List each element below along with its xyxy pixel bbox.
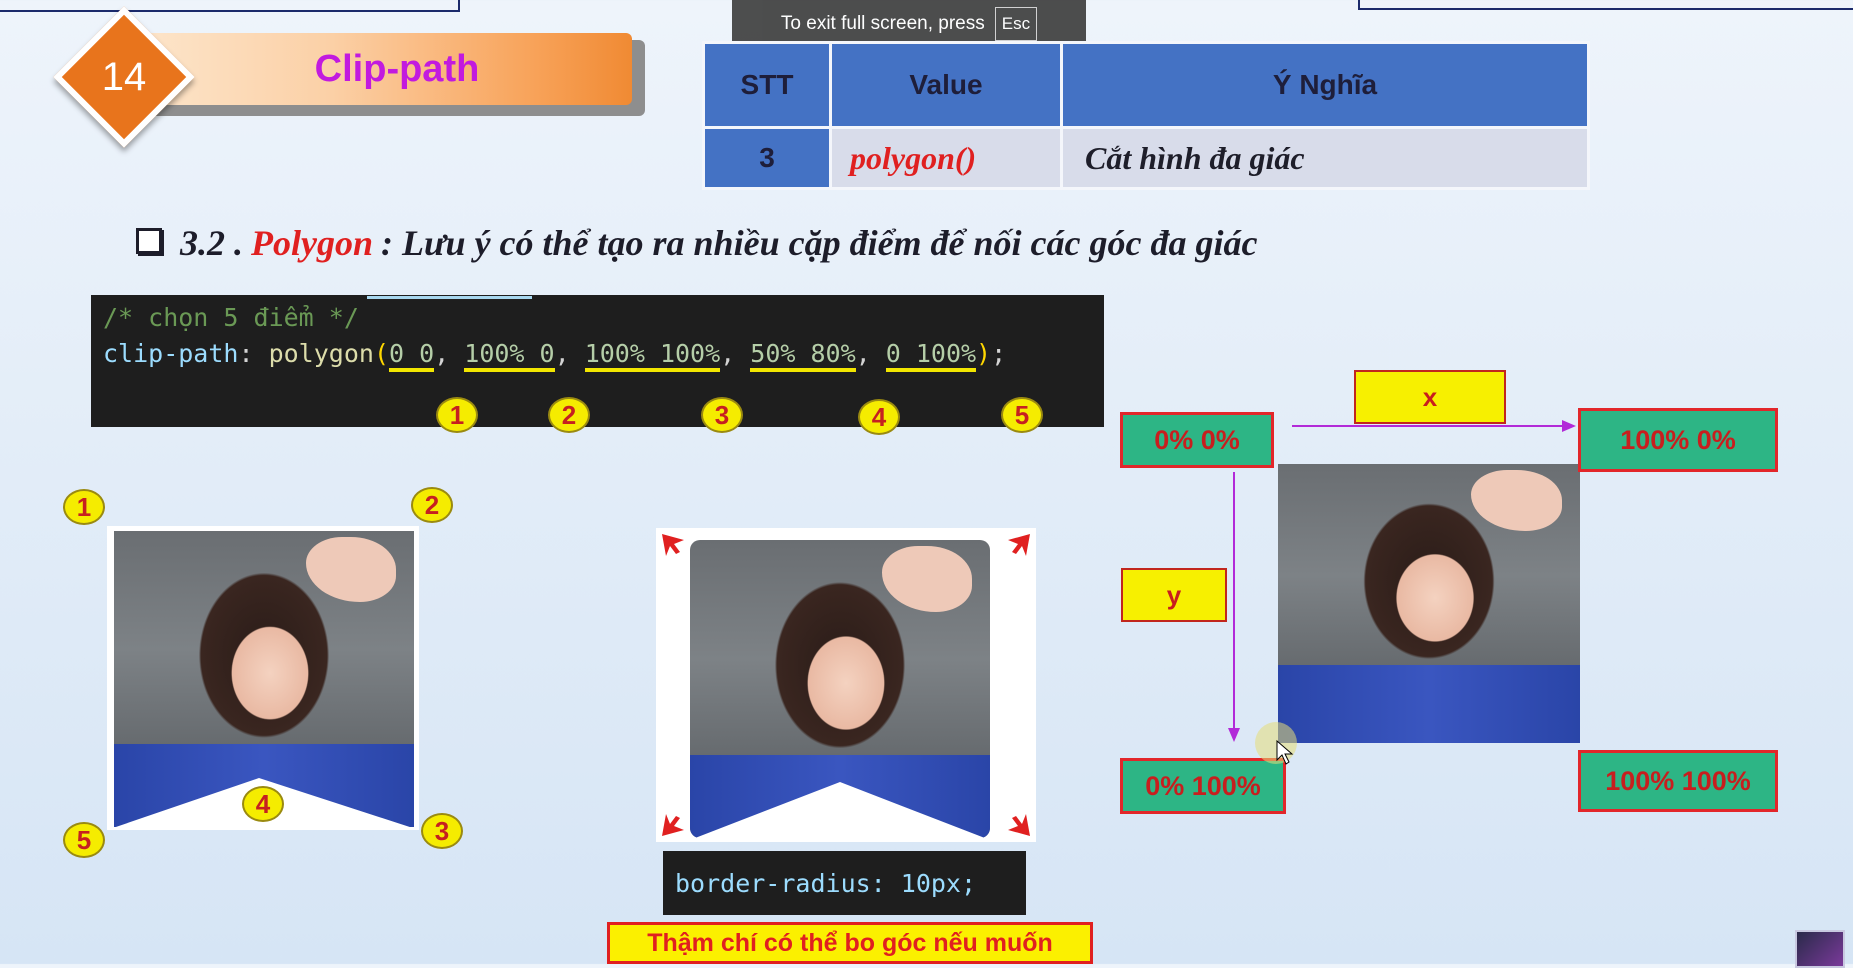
- corner-label-top-right: 100% 0%: [1578, 408, 1778, 472]
- presenter-avatar: [1795, 930, 1845, 968]
- table-row: 3 polygon() Cắt hình đa giác: [702, 126, 1590, 190]
- corner-badge-1: 1: [63, 489, 105, 525]
- code-point-3: 100% 100%: [584, 339, 721, 372]
- code-point-1: 0 0: [389, 339, 435, 372]
- corner-label-top-left: 0% 0%: [1120, 412, 1274, 468]
- esc-key-hint: Esc: [994, 7, 1038, 41]
- code-line-clip-path: clip-path: polygon(0 0, 100% 0, 100% 100…: [103, 339, 1006, 372]
- fullscreen-toast-text: To exit full screen, press: [780, 13, 985, 34]
- point-badge-4: 4: [858, 399, 900, 435]
- heading-rest: : Lưu ý có thể tạo ra nhiều cặp điểm để …: [381, 223, 1258, 263]
- rounded-corner-note: Thậm chí có thể bo góc nếu muốn: [607, 922, 1093, 964]
- heading-keyword: Polygon: [251, 223, 373, 263]
- corner-arrows: [662, 534, 1030, 836]
- border-radius-code: border-radius: 10px;: [663, 851, 1026, 915]
- code-point-2: 100% 0: [464, 339, 555, 372]
- rounded-cut-triangle: [690, 782, 990, 840]
- x-axis-arrow: [1292, 420, 1576, 432]
- checkbox-bullet-icon: [136, 228, 162, 254]
- point-badge-3: 3: [701, 397, 743, 433]
- point-badge-1: 1: [436, 397, 478, 433]
- code-block: /* chọn 5 điểm */ clip-path: polygon(0 0…: [91, 295, 1104, 427]
- value-meaning-table: STT Value Ý Nghĩa 3 polygon() Cắt hình đ…: [702, 41, 1590, 190]
- table-cell-value: polygon(): [829, 126, 1063, 190]
- corner-badge-5: 5: [63, 822, 105, 858]
- heading-prefix: 3.2 .: [180, 223, 243, 263]
- top-right-frame-line: [1358, 0, 1853, 10]
- fullscreen-exit-toast: To exit full screen, press Esc: [732, 0, 1086, 48]
- mouse-pointer-icon: [1276, 740, 1294, 765]
- corner-label-bottom-right: 100% 100%: [1578, 750, 1778, 812]
- title-banner: Clip-path: [132, 33, 632, 105]
- code-top-accent: [367, 296, 532, 299]
- table-header-row: STT Value Ý Nghĩa: [702, 41, 1590, 129]
- corner-badge-3: 3: [421, 813, 463, 849]
- corner-label-bottom-left: 0% 100%: [1120, 758, 1286, 814]
- corner-badge-4: 4: [242, 786, 284, 822]
- point-badge-2: 2: [548, 397, 590, 433]
- corner-badge-2: 2: [411, 487, 453, 523]
- table-header-stt: STT: [702, 41, 832, 129]
- table-cell-meaning: Cắt hình đa giác: [1060, 126, 1590, 190]
- coordinate-example-photo: [1278, 464, 1580, 743]
- code-function: polygon: [268, 339, 374, 368]
- x-axis-label: x: [1354, 370, 1506, 424]
- slide-title: Clip-path: [314, 47, 480, 90]
- table-header-value: Value: [829, 41, 1063, 129]
- section-heading: 3.2 . Polygon : Lưu ý có thể tạo ra nhiề…: [136, 222, 1257, 264]
- top-left-frame-line: [0, 0, 460, 12]
- cursor-highlight: [1255, 722, 1297, 764]
- table-cell-stt: 3: [702, 126, 832, 190]
- table-header-meaning: Ý Nghĩa: [1060, 41, 1590, 129]
- code-property: clip-path: [103, 339, 239, 368]
- slide-number: 14: [101, 54, 147, 99]
- code-point-4: 50% 80%: [750, 339, 856, 372]
- code-comment: /* chọn 5 điểm */: [103, 303, 359, 332]
- y-axis-arrow: [1228, 472, 1240, 742]
- point-badge-5: 5: [1001, 397, 1043, 433]
- y-axis-label: y: [1121, 568, 1227, 622]
- code-point-5: 0 100%: [885, 339, 977, 372]
